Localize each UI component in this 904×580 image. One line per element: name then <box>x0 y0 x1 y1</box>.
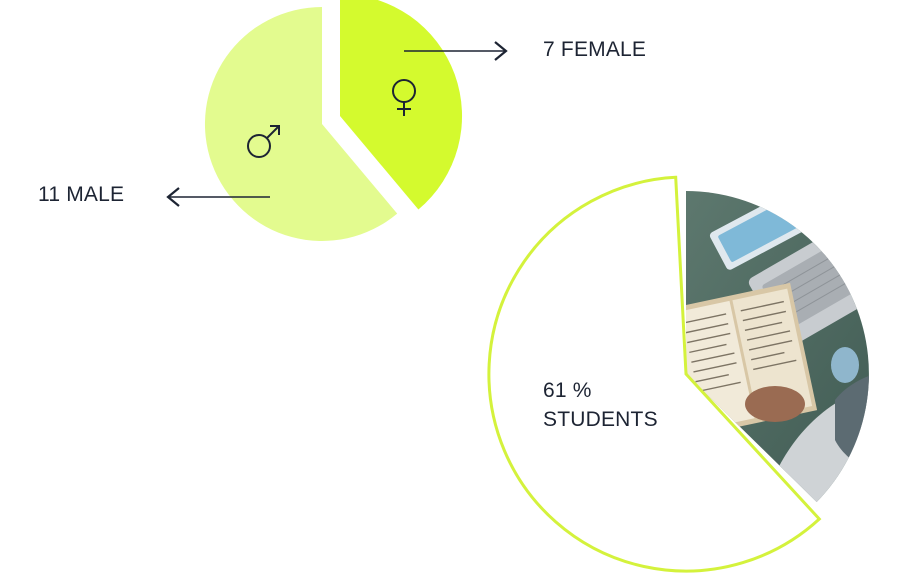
students-percent-label: 61 % STUDENTS <box>543 376 658 434</box>
pie-slice-female <box>340 0 463 210</box>
students-percent-value: 61 % <box>543 379 592 402</box>
arrow-left-to-male-label <box>166 187 270 207</box>
female-count-label: 7 FEMALE <box>543 38 647 61</box>
pie-slice-students <box>488 177 820 572</box>
male-symbol-icon <box>247 125 280 158</box>
arrow-right-to-female-label <box>404 41 508 61</box>
female-symbol-icon <box>392 79 416 116</box>
students-category: STUDENTS <box>543 408 658 431</box>
students-pie-outline <box>487 175 822 573</box>
male-count-label: 11 MALE <box>38 183 125 206</box>
pie-slice-male <box>204 7 398 241</box>
